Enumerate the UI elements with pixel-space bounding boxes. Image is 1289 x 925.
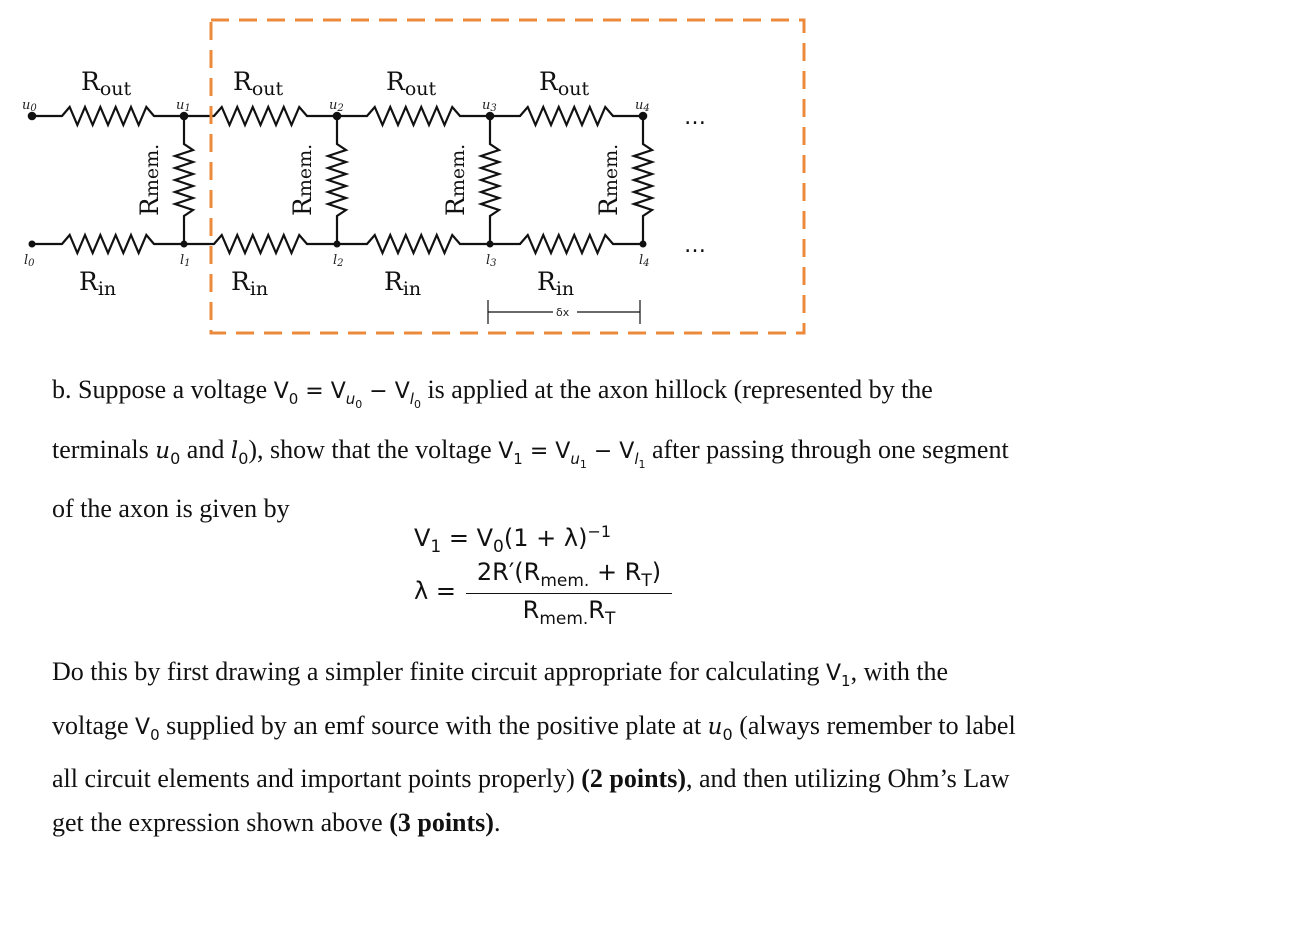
lower-series-resistor-1 (32, 232, 184, 256)
r-in-label-4: Rin (537, 267, 574, 300)
lower-series-resistor-3 (337, 232, 490, 256)
lower-node-label-3: l3 (486, 253, 497, 269)
upper-node-label-3: u3 (482, 98, 497, 114)
v1-equation: V1 = V0(1 + λ)−1 (414, 522, 612, 557)
resistors (32, 104, 656, 256)
r-out-label-4: Rout (539, 67, 590, 100)
upper-node-label-4: u4 (635, 98, 650, 114)
lower-ellipsis: … (684, 233, 708, 258)
r-out-label-3: Rout (386, 67, 437, 100)
lambda-equation: λ = (414, 577, 456, 605)
lower-node-label-4: l4 (639, 253, 650, 269)
lambda-fraction: 2R′(Rmem. + RT) Rmem.RT (466, 558, 672, 629)
dx-label: δx (556, 306, 570, 319)
upper-ellipsis: … (684, 105, 708, 130)
membrane-resistor-3 (477, 116, 503, 244)
r-mem-label-1: Rmem. (135, 144, 164, 216)
lower-node-label-1: l1 (180, 253, 191, 269)
upper-series-resistor-2 (184, 104, 337, 128)
segment-highlight-box (209, 18, 806, 335)
r-mem-label-3: Rmem. (441, 144, 470, 216)
lower-series-resistor-2 (184, 232, 337, 256)
r-out-label-2: Rout (233, 67, 284, 100)
r-mem-label-4: Rmem. (594, 144, 623, 216)
r-in-label-2: Rin (231, 267, 268, 300)
r-in-label-1: Rin (79, 267, 116, 300)
membrane-resistor-2 (324, 116, 350, 244)
lower-node-label-0: l0 (24, 253, 35, 269)
upper-node-label-0: u0 (22, 98, 37, 114)
r-in-label-3: Rin (384, 267, 421, 300)
membrane-resistor-1 (171, 116, 197, 244)
upper-node-label-1: u1 (176, 98, 191, 114)
upper-node-label-2: u2 (329, 98, 344, 114)
membrane-resistor-4 (630, 116, 656, 244)
instructions-paragraph: Do this by first drawing a simpler finit… (52, 657, 1016, 837)
upper-series-resistor-1 (32, 104, 184, 128)
lower-node-label-2: l2 (333, 253, 344, 269)
upper-series-resistor-4 (490, 104, 643, 128)
upper-series-resistor-3 (337, 104, 490, 128)
r-out-label-1: Rout (81, 67, 132, 100)
lower-series-resistor-4 (490, 232, 643, 256)
r-mem-label-2: Rmem. (288, 144, 317, 216)
part-b-question: b. Suppose a voltage V0 = Vu0 − Vl0 is a… (52, 375, 1009, 523)
